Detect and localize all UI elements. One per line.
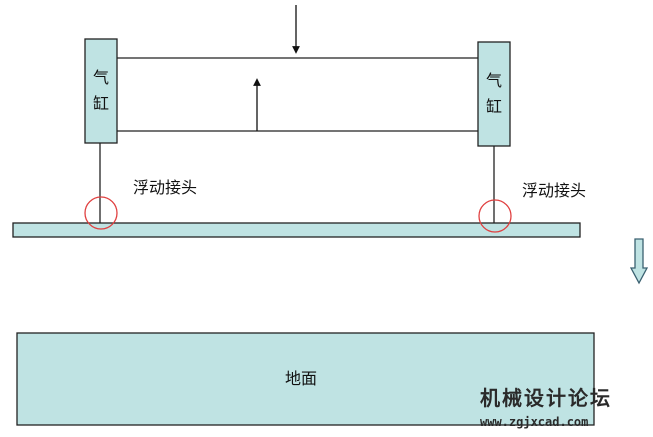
left-floating-joint-label: 浮动接头: [133, 178, 198, 197]
right-floating-joint-label: 浮动接头: [522, 181, 587, 200]
left-floating-joint-circle: [84, 196, 118, 230]
left-cylinder-label-2: 缸: [92, 94, 109, 113]
left-cylinder-label-1: 气: [92, 68, 109, 87]
ground-label: 地面: [285, 369, 318, 388]
right-floating-joint-circle: [478, 199, 512, 233]
right-cylinder-box: [477, 41, 511, 147]
left-cylinder-box: [84, 38, 118, 144]
moving-plate: [12, 222, 581, 238]
right-cylinder-label-1: 气: [485, 71, 502, 90]
hollow-down-arrow-icon: [629, 238, 649, 285]
watermark-title: 机械设计论坛: [480, 386, 612, 410]
right-cylinder-label-2: 缸: [485, 97, 502, 116]
ground-block: [16, 332, 595, 426]
watermark-url: www.zgjxcad.com: [480, 415, 589, 429]
